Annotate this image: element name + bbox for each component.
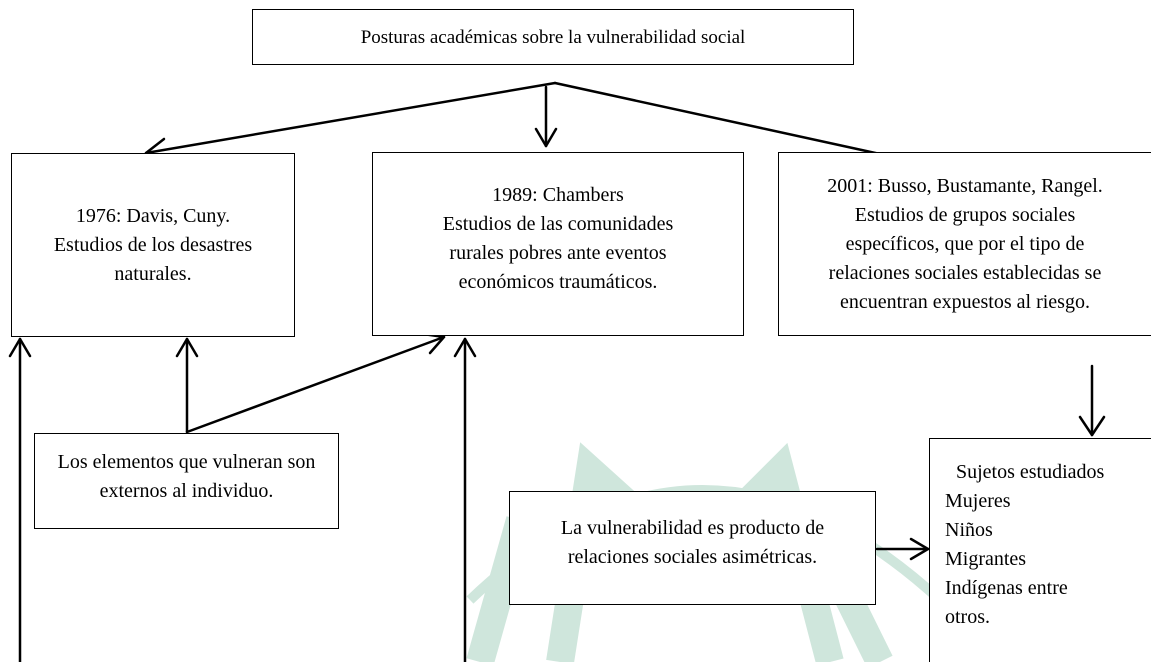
asimetricas-box: La vulnerabilidad es producto de relacio… xyxy=(509,491,876,605)
sujetos-heading: Sujetos estudiados xyxy=(956,461,1105,483)
externos-box: Los elementos que vulneran son externos … xyxy=(34,433,339,529)
arrowhead-left-davis xyxy=(8,337,32,358)
busso-line-2: Estudios de grupos sociales xyxy=(854,203,1076,226)
sujetos-item: Mujeres xyxy=(945,490,1011,512)
title-box: Posturas académicas sobre la vulnerabili… xyxy=(252,9,854,65)
connector-externos-chambers xyxy=(185,335,446,434)
busso-line-4: relaciones sociales establecidas se xyxy=(828,261,1102,284)
davis-line-1: 1976: Davis, Cuny. xyxy=(75,204,231,227)
title-text: Posturas académicas sobre la vulnerabili… xyxy=(360,26,746,48)
arrowhead-mid-chambers xyxy=(453,337,477,358)
connector-title-davis xyxy=(144,81,557,155)
davis-line-3: naturales. xyxy=(114,262,192,285)
davis-cuny-box: 1976: Davis, Cuny. Estudios de los desas… xyxy=(11,153,295,337)
externos-line-2: externos al individuo. xyxy=(99,480,274,502)
asimetricas-line-1: La vulnerabilidad es producto de xyxy=(560,517,825,539)
arrowhead-externos-davis xyxy=(175,337,199,358)
busso-box: 2001: Busso, Bustamante, Rangel. Estudio… xyxy=(778,152,1151,336)
arrowhead-asimetricas-sujetos xyxy=(909,537,930,561)
busso-line-3: específicos, que por el tipo de xyxy=(845,232,1085,255)
sujetos-item: Niños xyxy=(945,519,993,541)
externos-line-1: Los elementos que vulneran son xyxy=(57,451,316,473)
chambers-box: 1989: Chambers Estudios de las comunidad… xyxy=(372,152,744,336)
sujetos-box: Sujetos estudiados Mujeres Niños Migrant… xyxy=(929,438,1151,662)
chambers-line-2: Estudios de las comunidades xyxy=(442,213,674,235)
busso-line-5: encuentran expuestos al riesgo. xyxy=(840,290,1090,313)
sujetos-item: Indígenas entre xyxy=(945,577,1068,599)
asimetricas-line-2: relaciones sociales asimétricas. xyxy=(567,546,818,568)
chambers-line-4: económicos traumáticos. xyxy=(458,271,658,293)
sujetos-item: Migrantes xyxy=(945,548,1027,570)
arrowhead-busso-sujetos xyxy=(1078,415,1106,437)
chambers-line-3: rurales pobres ante eventos xyxy=(449,242,667,264)
arrowhead-chambers xyxy=(534,127,558,148)
davis-line-2: Estudios de los desastres xyxy=(53,233,253,256)
chambers-line-1: 1989: Chambers xyxy=(492,184,624,206)
sujetos-item: otros. xyxy=(945,606,990,628)
busso-line-1: 2001: Busso, Bustamante, Rangel. xyxy=(827,174,1103,197)
